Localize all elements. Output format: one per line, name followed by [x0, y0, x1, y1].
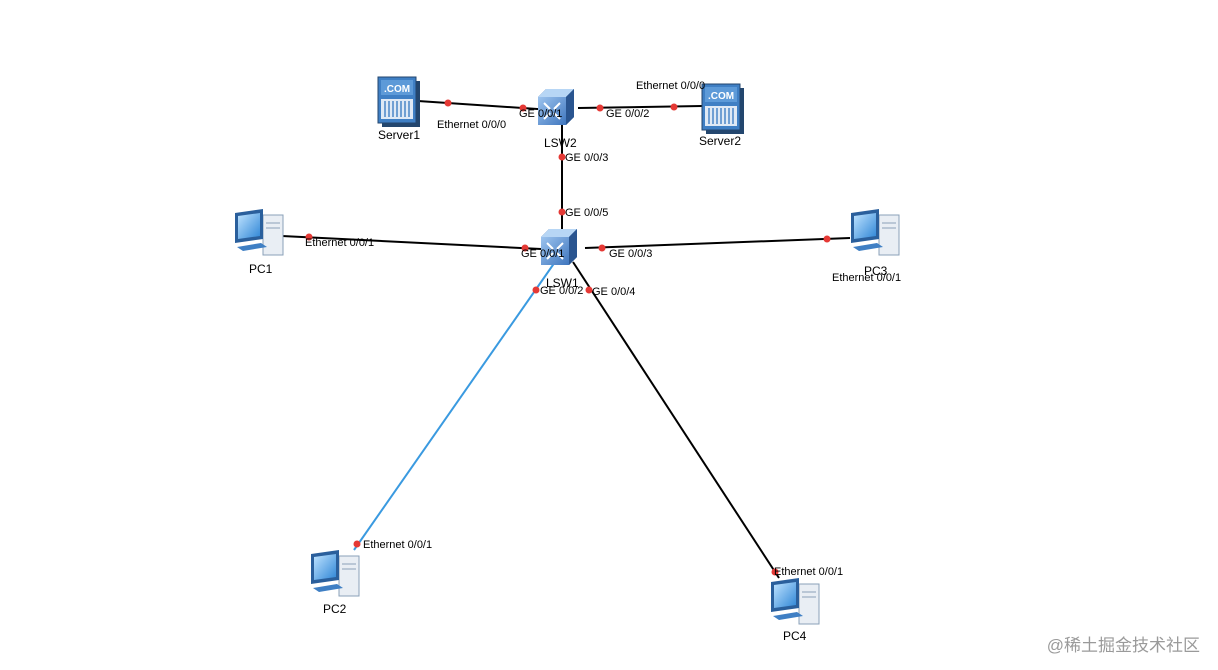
svg-text:.COM: .COM [384, 84, 410, 95]
port-label: Ethernet 0/0/1 [363, 539, 433, 551]
node-label-pc2: PC2 [323, 602, 347, 616]
endpoint-lsw1-ge3 [598, 244, 606, 252]
link-lsw1-pc2[interactable] [353, 261, 556, 551]
port-label: GE 0/0/1 [519, 108, 563, 120]
port-label: Ethernet 0/0/1 [305, 237, 375, 249]
server-icon[interactable]: .COM [701, 83, 744, 134]
endpoint-server1-eth0 [444, 99, 452, 107]
port-label: GE 0/0/3 [609, 248, 653, 260]
port-label: Ethernet 0/0/1 [832, 272, 902, 284]
svg-text:.COM: .COM [708, 91, 734, 102]
node-label-pc3: PC3 [864, 264, 888, 278]
node-label-lsw2: LSW2 [544, 136, 577, 150]
port-label: Ethernet 0/0/0 [636, 80, 706, 92]
endpoint-lsw2-ge3 [558, 153, 566, 161]
endpoint-lsw1-ge2 [532, 286, 540, 294]
link-pc1-lsw1[interactable] [281, 235, 542, 250]
links [281, 100, 851, 579]
endpoint-pc2-eth1 [353, 540, 361, 548]
node-label-server1: Server1 [378, 128, 421, 142]
port-label: GE 0/0/2 [606, 108, 650, 120]
endpoint-lsw1-ge5 [558, 208, 566, 216]
watermark: @稀土掘金技术社区 [1046, 636, 1200, 655]
link-lsw1-pc4[interactable] [572, 261, 780, 579]
port-label: GE 0/0/2 [540, 285, 584, 297]
endpoint-lsw1-ge4 [585, 286, 593, 294]
port-label: GE 0/0/1 [521, 248, 565, 260]
endpoint-pc4-eth1 [771, 568, 779, 576]
endpoint-pc1-eth1 [305, 233, 313, 241]
node-label-pc4: PC4 [783, 629, 807, 643]
endpoint-lsw2-ge1 [519, 104, 527, 112]
endpoint-lsw2-ge2 [596, 104, 604, 112]
server-icon[interactable]: .COM [377, 76, 420, 127]
link-lsw1-pc3[interactable] [584, 237, 851, 249]
endpoint-server2-eth0 [670, 103, 678, 111]
pc-icon[interactable] [311, 550, 360, 597]
port-label: Ethernet 0/0/0 [437, 119, 507, 131]
port-label: GE 0/0/3 [565, 152, 609, 164]
switch-icon[interactable] [541, 229, 577, 265]
port-label: Ethernet 0/0/1 [774, 566, 844, 578]
endpoint-pc3-eth1 [823, 235, 831, 243]
port-label: GE 0/0/5 [565, 207, 609, 219]
pc-icon[interactable] [235, 209, 284, 256]
endpoint-lsw1-ge1 [521, 244, 529, 252]
node-label-pc1: PC1 [249, 262, 273, 276]
node-label-server2: Server2 [699, 134, 742, 148]
link-server1-lsw2[interactable] [417, 100, 553, 111]
endpoints [305, 99, 831, 576]
pc-icon[interactable] [851, 209, 900, 256]
switch-icon[interactable] [538, 89, 574, 125]
node-label-lsw1: LSW1 [546, 276, 579, 290]
port-label: GE 0/0/4 [592, 286, 636, 298]
pc-icon[interactable] [771, 578, 820, 625]
